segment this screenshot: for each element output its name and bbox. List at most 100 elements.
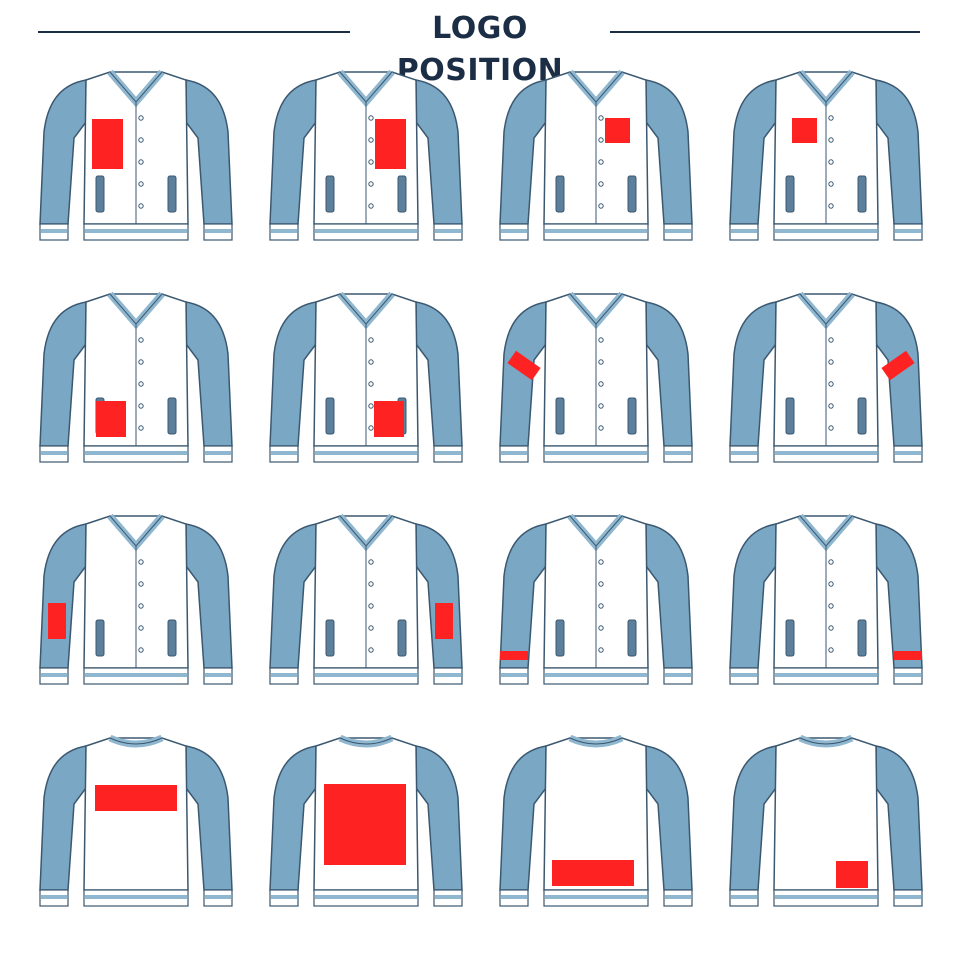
snap-button <box>598 559 604 565</box>
waistband-stripe <box>315 229 417 233</box>
sleeve-right <box>269 79 317 225</box>
pocket-left <box>397 619 407 657</box>
logo-mark <box>507 350 541 381</box>
snap-button <box>138 203 144 209</box>
snap-button <box>138 625 144 631</box>
snap-button <box>828 181 834 187</box>
cuff-left-stripe <box>205 229 231 233</box>
snap-button <box>138 381 144 387</box>
snap-button <box>138 115 144 121</box>
snap-button <box>598 647 604 653</box>
snap-button <box>138 181 144 187</box>
logo-mark <box>605 118 630 143</box>
pocket-left <box>627 175 637 213</box>
logo-mark <box>48 603 66 639</box>
sleeve-left <box>415 301 463 447</box>
jacket-15 <box>499 734 693 907</box>
sleeve-left <box>645 523 693 669</box>
sleeve-right <box>499 745 547 891</box>
logo-mark <box>324 784 406 865</box>
sleeve-left <box>645 79 693 225</box>
sleeve-left <box>415 79 463 225</box>
sleeve-left <box>875 523 923 669</box>
collar-back-outline <box>569 737 623 745</box>
cuff-left-stripe <box>205 451 231 455</box>
cuff-left-stripe <box>435 451 461 455</box>
logo-mark <box>500 651 528 660</box>
logo-mark <box>881 350 915 381</box>
jacket-12 <box>729 513 923 685</box>
cuff-right-stripe <box>41 229 67 233</box>
cuff-right-stripe <box>501 895 527 899</box>
pocket-right <box>325 175 335 213</box>
waistband-stripe <box>775 451 877 455</box>
collar-back-outline <box>799 737 853 745</box>
snap-button <box>828 403 834 409</box>
cuff-right-stripe <box>501 673 527 677</box>
waistband-stripe <box>85 229 187 233</box>
jacket-8 <box>729 291 923 463</box>
snap-button <box>598 203 604 209</box>
collar-back-outline <box>339 737 393 745</box>
sleeve-right <box>499 301 547 447</box>
pocket-right <box>95 619 105 657</box>
sleeve-right <box>729 79 777 225</box>
cuff-right-stripe <box>271 229 297 233</box>
jacket-9 <box>39 513 233 685</box>
cuff-left-stripe <box>205 895 231 899</box>
snap-button <box>368 559 374 565</box>
sleeve-left <box>185 301 233 447</box>
sleeve-right <box>269 745 317 891</box>
sleeve-right <box>269 523 317 669</box>
pocket-left <box>627 397 637 435</box>
cuff-left-stripe <box>435 673 461 677</box>
sleeve-right <box>39 301 87 447</box>
logo-mark <box>836 861 868 888</box>
cuff-right-stripe <box>41 451 67 455</box>
snap-button <box>138 359 144 365</box>
snap-button <box>598 381 604 387</box>
snap-button <box>138 137 144 143</box>
snap-button <box>828 425 834 431</box>
snap-button <box>138 337 144 343</box>
cuff-right-stripe <box>41 673 67 677</box>
jacket-1 <box>39 69 233 241</box>
logo-mark <box>435 603 453 639</box>
jacket-14 <box>269 734 463 907</box>
snap-button <box>828 625 834 631</box>
sleeve-left <box>415 523 463 669</box>
snap-button <box>828 337 834 343</box>
pocket-left <box>857 175 867 213</box>
jacket-11 <box>499 513 693 685</box>
logo-mark <box>552 860 634 886</box>
logo-mark <box>95 785 177 811</box>
pocket-right <box>785 397 795 435</box>
pocket-left <box>167 175 177 213</box>
pocket-left <box>857 619 867 657</box>
snap-button <box>598 159 604 165</box>
jacket-16 <box>729 734 923 907</box>
snap-button <box>368 425 374 431</box>
snap-button <box>828 359 834 365</box>
waistband-stripe <box>315 673 417 677</box>
snap-button <box>828 603 834 609</box>
cuff-left-stripe <box>665 229 691 233</box>
waistband-stripe <box>315 895 417 899</box>
sleeve-left <box>185 745 233 891</box>
snap-button <box>368 603 374 609</box>
snap-button <box>598 115 604 121</box>
sleeve-right <box>729 301 777 447</box>
snap-button <box>828 647 834 653</box>
cuff-left-stripe <box>895 229 921 233</box>
sleeve-left <box>185 523 233 669</box>
cuff-right-stripe <box>271 673 297 677</box>
sleeve-right <box>729 745 777 891</box>
cuff-left-stripe <box>895 895 921 899</box>
jacket-4 <box>729 69 923 241</box>
waistband-stripe <box>775 673 877 677</box>
logo-mark <box>374 401 404 437</box>
sleeve-left <box>185 79 233 225</box>
snap-button <box>368 181 374 187</box>
logo-mark <box>92 119 123 169</box>
waistband-stripe <box>85 673 187 677</box>
